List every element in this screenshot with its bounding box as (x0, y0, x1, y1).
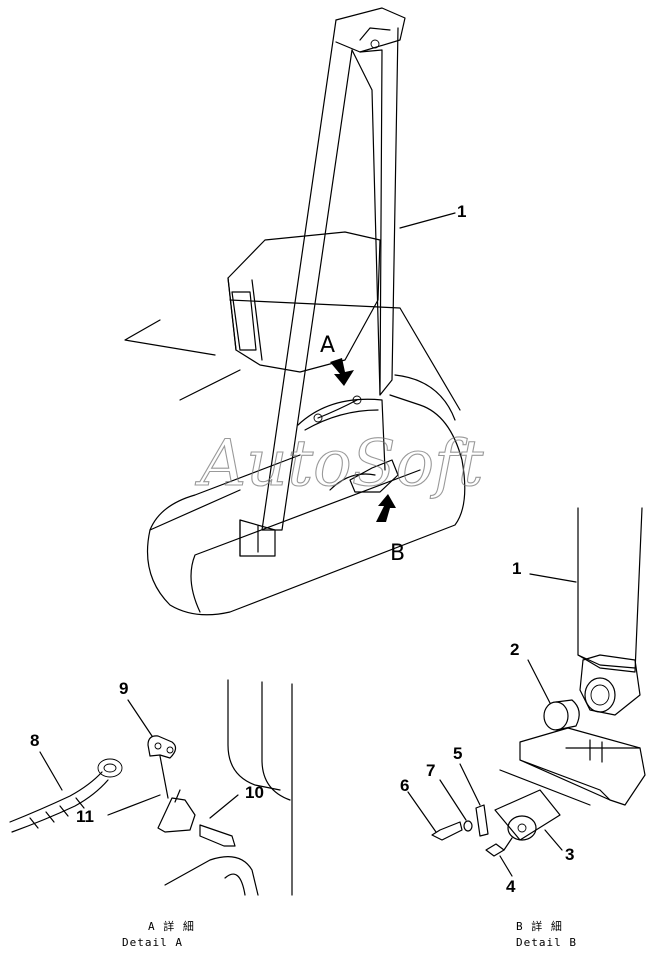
part-8-label: 8 (30, 731, 39, 750)
part-1-detail-label: 1 (512, 559, 521, 578)
crawler-track (146, 394, 466, 616)
part-3-label: 3 (565, 845, 574, 864)
part-4-label: 4 (506, 877, 516, 896)
detail-b-caption-en: Detail B (516, 936, 577, 949)
part-2-label: 2 (510, 640, 519, 659)
view-arrow-b-icon (376, 494, 396, 522)
view-label-b: B (390, 541, 405, 566)
detail-a-caption-jp: A 詳 細 (148, 919, 195, 933)
view-label-a: A (320, 333, 335, 358)
watermark: AutoSoft (195, 427, 484, 501)
detail-a: 8 9 10 11 A 詳 細 Detail A (9, 679, 293, 949)
detail-a-caption-en: Detail A (122, 936, 183, 949)
part-5-label: 5 (453, 744, 462, 763)
frame-assembly (239, 7, 406, 557)
part-7-label: 7 (426, 761, 435, 780)
view-arrow-a-icon (330, 358, 354, 386)
detail-b: 1 2 3 4 5 6 7 B 詳 細 Detail B (400, 507, 646, 949)
detail-b-caption-jp: B 詳 細 (516, 919, 563, 933)
part-9-label: 9 (119, 679, 128, 698)
main-view: A B 1 (124, 7, 466, 616)
part-6-label: 6 (400, 776, 409, 795)
part-10-label: 10 (245, 783, 264, 802)
part-11-label: 11 (76, 807, 94, 826)
part-1-label: 1 (457, 202, 466, 221)
